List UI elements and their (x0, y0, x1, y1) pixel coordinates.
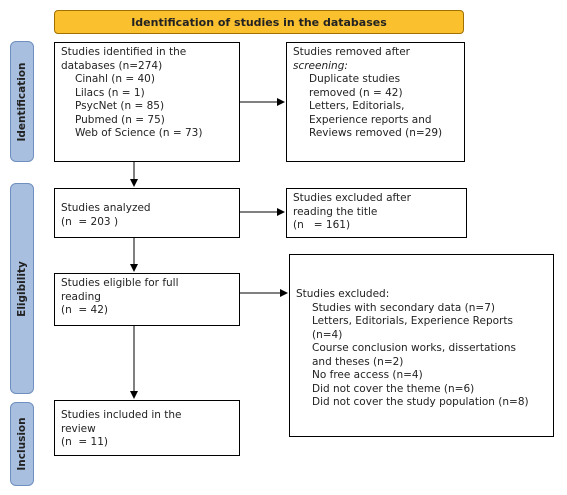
eligible-line3: (n = 42) (61, 304, 109, 316)
excluded-title: Studies excluded: (296, 288, 390, 300)
excluded-item: Studies with secondary data (n=7) (312, 301, 495, 314)
removed-title-line2: screening: (293, 59, 348, 72)
excluded-title-line1: Studies excluded after (293, 192, 411, 204)
identified-title-line1: Studies identified in the (61, 46, 187, 58)
excluded-item: No free access (n=4) (312, 369, 423, 381)
identified-item: Cinahl (n = 40) (75, 73, 155, 85)
analyzed-line1: Studies analyzed (61, 202, 151, 214)
identified-item: Pubmed (n = 75) (75, 113, 165, 126)
identified-item: PsycNet (n = 85) (75, 100, 165, 112)
included-line1: Studies included in the (61, 409, 182, 421)
box-studies-identified: Studies identified in the databases (n=2… (54, 42, 240, 162)
header-title: Identification of studies in the databas… (131, 15, 387, 29)
stage-identification: Identification (10, 41, 34, 162)
removed-item: Experience reports and (309, 113, 432, 126)
box-studies-included: Studies included in the review (n = 11) (54, 400, 240, 456)
removed-title-line1: Studies removed after (293, 46, 411, 58)
removed-item: Reviews removed (n=29) (309, 127, 443, 139)
eligible-line2: reading (61, 290, 101, 303)
box-studies-analyzed: Studies analyzed (n = 203 ) (54, 188, 240, 238)
stage-eligibility: Eligibility (10, 183, 34, 394)
removed-item: Letters, Editorials, (309, 100, 405, 112)
analyzed-line2: (n = 203 ) (61, 215, 119, 228)
included-line2: review (61, 422, 96, 435)
identified-item: Lilacs (n = 1) (75, 86, 145, 99)
removed-item: Duplicate studies (309, 73, 401, 85)
identified-item: Web of Science (n = 73) (75, 127, 203, 139)
identified-title-line2: databases (n=274) (61, 59, 163, 72)
header-banner: Identification of studies in the databas… (54, 10, 464, 34)
excluded-title-line2: reading the title (293, 205, 378, 218)
excluded-item: and theses (n=2) (312, 355, 404, 368)
included-line3: (n = 11) (61, 436, 109, 448)
excluded-item: Did not cover the theme (n=6) (312, 382, 475, 395)
removed-item: removed (n = 42) (309, 86, 403, 99)
excluded-item: (n=4) (312, 328, 343, 341)
stage-inclusion: Inclusion (10, 402, 34, 486)
box-excluded-after-title: Studies excluded after reading the title… (286, 188, 467, 238)
excluded-item: Course conclusion works, dissertations (312, 342, 516, 354)
box-studies-removed: Studies removed after screening: Duplica… (286, 42, 465, 162)
excluded-item: Did not cover the study population (n=8) (312, 396, 529, 408)
box-studies-eligible: Studies eligible for full reading (n = 4… (54, 273, 240, 326)
excluded-item: Letters, Editorials, Experience Reports (312, 315, 513, 327)
eligible-line1: Studies eligible for full (61, 277, 179, 289)
excluded-title-line3: (n = 161) (293, 219, 351, 231)
box-studies-excluded: Studies excluded: Studies with secondary… (289, 254, 554, 437)
